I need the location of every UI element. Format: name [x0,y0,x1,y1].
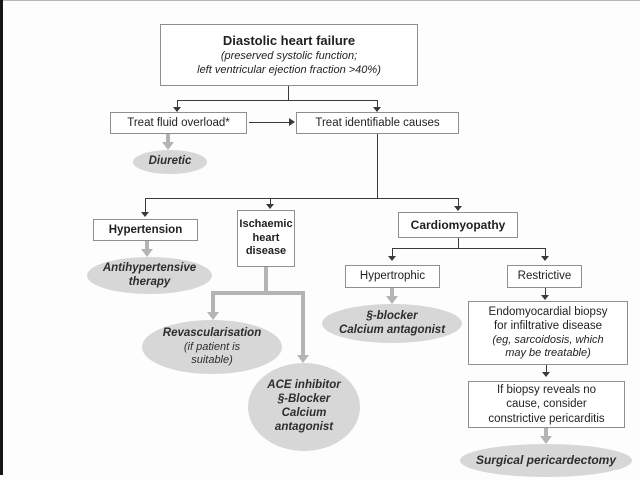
node-treat-fluid-overload: Treat fluid overload* [110,112,247,134]
arrow-down-icon [373,107,381,112]
arrow-right-icon [289,118,295,126]
treatment-beta-calcium: §-blocker Calcium antagonist [322,304,462,343]
connector-line [458,238,459,248]
connector-line [288,86,289,100]
treatment-line-4: antagonist [274,420,334,433]
gray-connector [301,291,305,355]
node-endomyocardial-biopsy: Endomyocardial biopsy for infiltrative d… [468,301,628,365]
treatment-ace-combo: ACE inhibitor §-Blocker Calcium antagoni… [248,363,360,451]
arrow-down-icon [173,107,181,112]
node-label: Restrictive [517,270,572,283]
top-border-line [0,0,640,1]
node-restrictive: Restrictive [507,265,582,288]
node-label: Cardiomyopathy [410,217,506,232]
node-label: Hypertension [108,223,183,236]
node-label: Treat identifiable causes [315,116,440,129]
connector-line [458,198,459,206]
node-line-3: disease [245,245,287,258]
gray-connector [166,134,170,142]
connector-line [270,198,271,204]
connector-line [145,198,146,212]
treatment-label: Surgical pericardectomy [475,453,617,468]
node-line-2: for infiltrative disease [493,320,603,333]
connector-line [392,248,393,256]
node-ischaemic-heart-disease: Ischaemic heart disease [237,210,295,267]
node-subtitle-2: left ventricular ejection fraction >40%) [197,63,381,76]
node-hypertension: Hypertension [93,219,198,241]
connector-line [545,288,546,295]
gray-connector [264,267,268,295]
gray-arrow-down-icon [141,249,153,257]
arrow-down-icon [542,372,550,377]
gray-arrow-down-icon [386,296,398,304]
node-diastolic-heart-failure: Diastolic heart failure (preserved systo… [160,24,418,86]
node-line-1: If biopsy reveals no [496,383,597,396]
node-title: Diastolic heart failure [222,32,356,48]
node-line-3: constrictive pericarditis [488,412,605,425]
treatment-label: Diuretic [148,155,192,168]
treatment-title: Revascularisation [162,326,262,339]
arrow-down-icon [266,204,274,209]
node-line-2: heart [252,231,280,244]
treatment-sub-1: (if patient is [183,340,241,353]
treatment-line-1: ACE inhibitor [267,379,341,392]
treatment-revascularisation: Revascularisation (if patient is suitabl… [142,320,282,374]
node-line-1: Endomyocardial biopsy [488,305,608,318]
node-treat-identifiable-causes: Treat identifiable causes [296,112,459,134]
node-hypertrophic: Hypertrophic [345,265,440,288]
node-label: Hypertrophic [359,270,426,283]
connector-line [177,100,178,107]
gray-arrow-down-icon [207,312,219,320]
connector-line [392,248,545,249]
arrow-down-icon [388,256,396,261]
node-subtitle-1: (preserved systolic function; [220,49,358,62]
node-label: Treat fluid overload* [127,116,230,129]
treatment-line-3: Calcium [281,407,327,419]
connector-line [249,122,289,123]
gray-connector [544,428,548,436]
connector-line [377,134,378,198]
node-cardiomyopathy: Cardiomyopathy [398,212,518,238]
gray-arrow-down-icon [297,355,309,363]
connector-line [145,198,459,199]
arrow-down-icon [541,256,549,261]
gray-connector [211,291,215,312]
node-line-1: Ischaemic [239,217,293,230]
node-line-4: may be treatable) [505,347,591,360]
connector-line [546,365,547,372]
node-if-biopsy-reveals-no-cause: If biopsy reveals no cause, consider con… [468,381,625,428]
treatment-line-1: §-blocker [366,309,418,322]
arrow-down-icon [141,212,149,217]
treatment-line-2: Calcium antagonist [338,323,446,336]
left-border-bar [0,0,3,475]
treatment-antihypertensive: Antihypertensive therapy [87,257,212,294]
gray-arrow-down-icon [540,436,552,444]
treatment-sub-2: suitable) [191,353,233,366]
gray-connector [390,288,394,296]
treatment-line-2: therapy [128,275,171,288]
treatment-line-1: Antihypertensive [102,261,197,274]
arrow-down-icon [454,206,462,211]
node-line-2: cause, consider [506,398,587,411]
treatment-surgical-pericardectomy: Surgical pericardectomy [460,444,632,477]
treatment-diuretic: Diuretic [133,150,207,174]
gray-connector [145,241,149,249]
connector-line [377,100,378,107]
arrow-down-icon [541,295,549,300]
node-line-3: (eg, sarcoidosis, which [492,333,604,346]
connector-line [545,248,546,256]
treatment-line-2: §-Blocker [277,393,331,406]
gray-connector [211,291,305,295]
gray-arrow-down-icon [162,142,174,150]
connector-line [177,100,377,101]
